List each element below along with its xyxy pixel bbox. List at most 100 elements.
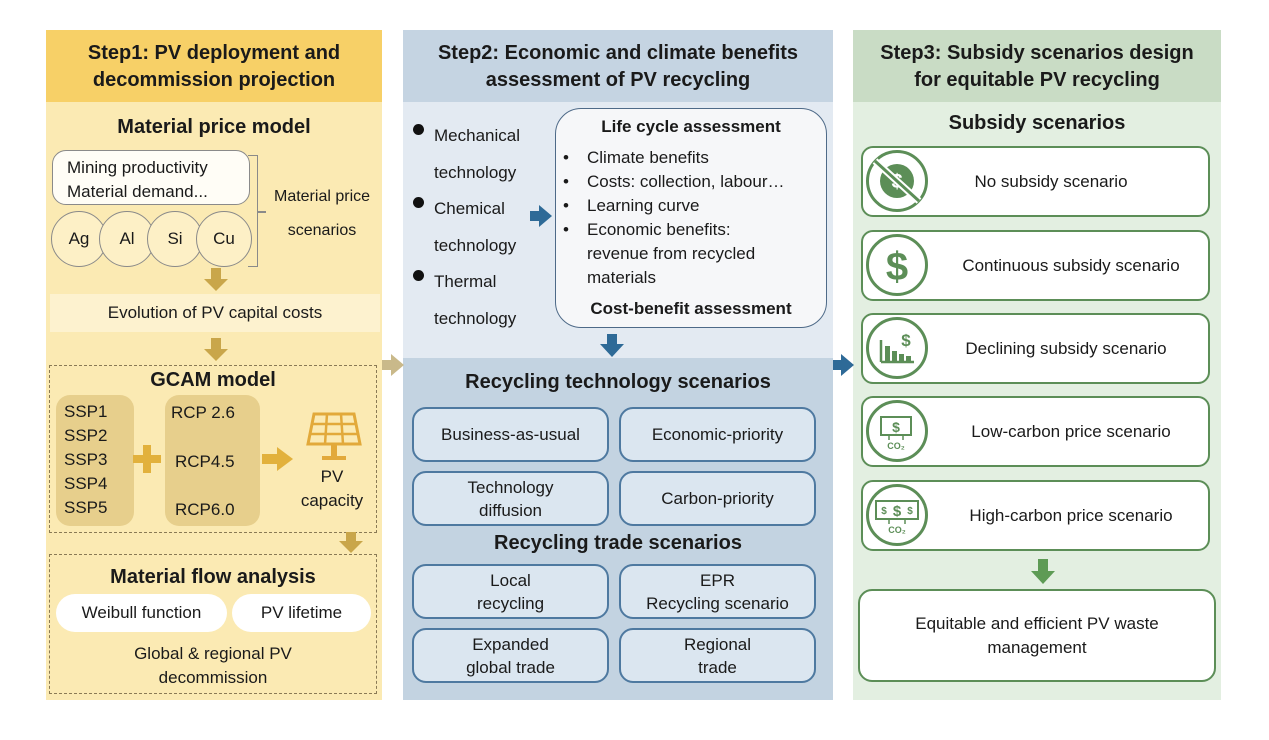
ssp-box: SSP1 SSP2 SSP3 SSP4 SSP5 bbox=[56, 395, 134, 526]
factors-box: Mining productivity Material demand... bbox=[52, 150, 250, 205]
bar-chart-dollar-icon: $ bbox=[866, 317, 928, 379]
lca-item: •Climate benefits bbox=[563, 146, 825, 170]
decom-line1: Global & regional PV bbox=[134, 644, 292, 663]
scenario-declining-subsidy-label: Declining subsidy scenario bbox=[965, 338, 1167, 358]
pv-capacity-label: PV capacity bbox=[286, 465, 378, 513]
scenario-text: Regional bbox=[683, 634, 752, 654]
scenario-text: global trade bbox=[466, 657, 555, 677]
gcam-box bbox=[49, 365, 377, 533]
pv-label-line1: PV bbox=[320, 467, 344, 486]
scenario-regional-trade: Regional trade bbox=[619, 628, 816, 683]
lca-item-text: Learning curve bbox=[587, 196, 700, 215]
tech-mechanical-line2: technology bbox=[434, 163, 517, 182]
scenario-no-subsidy-label: No subsidy scenario bbox=[974, 171, 1128, 191]
final-line1: Equitable and efficient PV waste bbox=[915, 613, 1159, 633]
step3-title-line2: for equitable PV recycling bbox=[914, 69, 1160, 91]
banknotes-co2-icon: $ $ $ CO₂ bbox=[866, 484, 928, 546]
dollar-glyph: $ bbox=[881, 506, 887, 517]
scenario-text: Expanded bbox=[472, 634, 549, 654]
dollar-icon-graphic: $ bbox=[886, 245, 908, 289]
scenario-text: Technology bbox=[467, 477, 554, 497]
step1-title-line2: decommission projection bbox=[92, 69, 336, 91]
scenario-expanded-global-trade: Expanded global trade bbox=[412, 628, 609, 683]
banknote-co2-icon-graphic: $ CO₂ bbox=[880, 416, 912, 451]
bullet bbox=[413, 124, 424, 135]
scenarios-label-line2: scenarios bbox=[287, 222, 357, 239]
step2-header bbox=[403, 30, 833, 102]
lca-item-text: Economic benefits: bbox=[587, 220, 731, 239]
ssp4: SSP4 bbox=[64, 474, 108, 493]
arrow-right-icon bbox=[262, 447, 293, 471]
dollar-glyph: $ bbox=[892, 419, 900, 435]
scenario-technology-diffusion: Technology diffusion bbox=[412, 471, 609, 526]
arrow-right-icon bbox=[382, 354, 404, 376]
gcam-title: GCAM model bbox=[150, 368, 276, 391]
ssp1: SSP1 bbox=[64, 402, 108, 421]
capital-costs-band: Evolution of PV capital costs bbox=[50, 294, 380, 332]
bullet bbox=[413, 197, 424, 208]
trade-scenarios-title: Recycling trade scenarios bbox=[494, 531, 742, 554]
tech-mechanical: Mechanical technology bbox=[434, 117, 520, 191]
solar-panel-icon bbox=[306, 412, 362, 460]
lca-title: Life cycle assessment bbox=[601, 117, 781, 136]
no-dollar-icon-graphic: $ bbox=[872, 158, 922, 204]
scenario-text: EPR bbox=[700, 570, 735, 590]
scenario-text: diffusion bbox=[478, 500, 542, 520]
co2-glyph: CO₂ bbox=[887, 441, 905, 451]
scenario-low-carbon-price-label: Low-carbon price scenario bbox=[971, 421, 1171, 441]
banknote-co2-icon: $ CO₂ bbox=[866, 400, 928, 462]
ssp3: SSP3 bbox=[64, 450, 108, 469]
scenario-bracket bbox=[248, 155, 258, 267]
bullet bbox=[413, 270, 424, 281]
step3-title: Step3: Subsidy scenarios design for equi… bbox=[853, 40, 1221, 94]
tech-scenarios-title: Recycling technology scenarios bbox=[465, 370, 771, 393]
rcp-6-0: RCP6.0 bbox=[175, 500, 235, 519]
step1-title-line1: Step1: PV deployment and bbox=[87, 42, 341, 64]
scenario-text: trade bbox=[698, 657, 737, 677]
lca-item-text: Costs: collection, labour… bbox=[587, 172, 785, 191]
banknotes-co2-icon-graphic: $ $ $ CO₂ bbox=[875, 500, 919, 535]
element-cu: Cu bbox=[196, 211, 252, 267]
lca-item-text: Climate benefits bbox=[587, 148, 709, 167]
dollar-glyph: $ bbox=[893, 503, 902, 520]
co2-glyph: CO₂ bbox=[888, 525, 906, 535]
rcp-2-6: RCP 2.6 bbox=[171, 403, 235, 422]
dollar-glyph: $ bbox=[901, 331, 911, 350]
lca-item: •Learning curve bbox=[563, 194, 825, 218]
scenarios-label-line1: Material price bbox=[273, 188, 371, 205]
factor-demand: Material demand... bbox=[67, 182, 208, 201]
scenario-epr: EPR Recycling scenario bbox=[619, 564, 816, 619]
scenario-high-carbon-price-label: High-carbon price scenario bbox=[969, 505, 1173, 525]
tech-chemical-line2: technology bbox=[434, 236, 517, 255]
step2-title-line2: assessment of PV recycling bbox=[485, 69, 751, 91]
lca-item-cont: materials bbox=[587, 268, 656, 287]
step2-title: Step2: Economic and climate benefits ass… bbox=[403, 40, 833, 94]
tech-thermal-line2: technology bbox=[434, 309, 517, 328]
element-si: Si bbox=[147, 211, 203, 267]
scenario-text: Local bbox=[490, 570, 531, 590]
final-outcome-box: Equitable and efficient PV waste managem… bbox=[858, 589, 1216, 682]
arrow-right-icon bbox=[530, 205, 552, 227]
lca-item: •Costs: collection, labour… bbox=[563, 170, 825, 194]
arrow-down-icon bbox=[1031, 559, 1055, 584]
step1-header bbox=[46, 30, 382, 102]
subsidy-scenarios-title: Subsidy scenarios bbox=[948, 111, 1126, 134]
rcp-4-5: RCP4.5 bbox=[175, 452, 235, 471]
material-price-scenarios-label: Material price scenarios bbox=[262, 180, 382, 248]
step3-header bbox=[853, 30, 1221, 102]
decom-line2: decommission bbox=[158, 668, 268, 687]
lifetime-pill: PV lifetime bbox=[232, 594, 371, 632]
arrow-down-icon bbox=[339, 532, 363, 553]
decommission-label: Global & regional PV decommission bbox=[49, 642, 377, 690]
tech-thermal-line1: Thermal bbox=[434, 272, 497, 291]
step2-title-line1: Step2: Economic and climate benefits bbox=[437, 42, 799, 64]
tech-chemical: Chemical technology bbox=[434, 190, 516, 264]
lca-item-cont: revenue from recycled bbox=[587, 244, 756, 263]
tech-chemical-line1: Chemical bbox=[434, 199, 505, 218]
weibull-pill: Weibull function bbox=[56, 594, 227, 632]
plus-icon bbox=[133, 445, 161, 473]
no-dollar-icon: $ bbox=[866, 150, 928, 212]
dollar-glyph: $ bbox=[907, 506, 913, 517]
ssp2: SSP2 bbox=[64, 426, 108, 445]
step1-title: Step1: PV deployment and decommission pr… bbox=[46, 40, 382, 94]
